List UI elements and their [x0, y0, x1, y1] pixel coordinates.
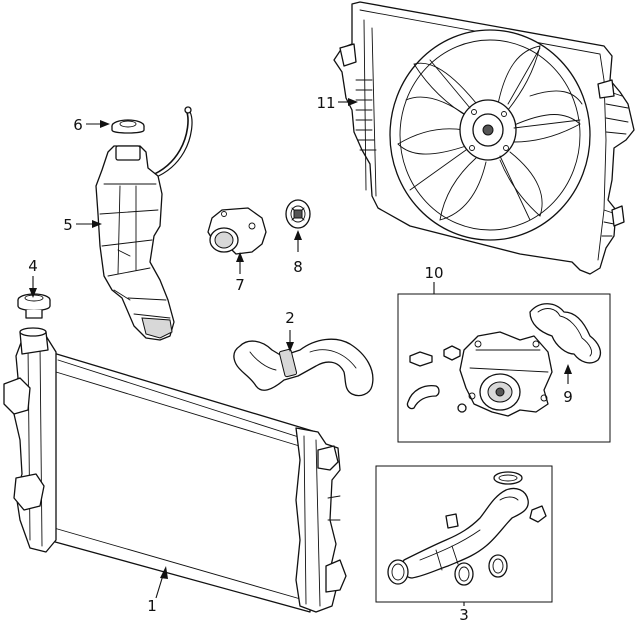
callout-2: 2 — [285, 309, 295, 327]
fan-shroud-assembly — [333, 1, 635, 275]
leader-lines — [29, 98, 572, 606]
callout-10: 10 — [424, 264, 443, 282]
callout-11: 11 — [316, 94, 335, 112]
callout-9: 9 — [563, 388, 573, 406]
callout-3: 3 — [459, 606, 469, 624]
coolant-reservoir — [95, 106, 193, 341]
callout-5: 5 — [63, 216, 73, 234]
callout-1: 1 — [147, 597, 157, 615]
thermostat-housing — [207, 207, 267, 255]
callout-4: 4 — [28, 257, 38, 275]
callout-6: 6 — [73, 116, 83, 134]
radiator — [3, 327, 347, 613]
callout-7: 7 — [235, 276, 245, 294]
lower-hose-kit-box — [375, 465, 553, 603]
water-pump-kit-box — [397, 293, 611, 443]
reservoir-cap — [111, 119, 145, 134]
callout-8: 8 — [293, 258, 303, 276]
upper-radiator-hose — [233, 338, 374, 397]
callout-labels: 1 2 3 4 5 6 7 8 9 10 11 — [28, 94, 573, 624]
radiator-cap — [17, 293, 51, 319]
thermostat — [285, 199, 311, 229]
